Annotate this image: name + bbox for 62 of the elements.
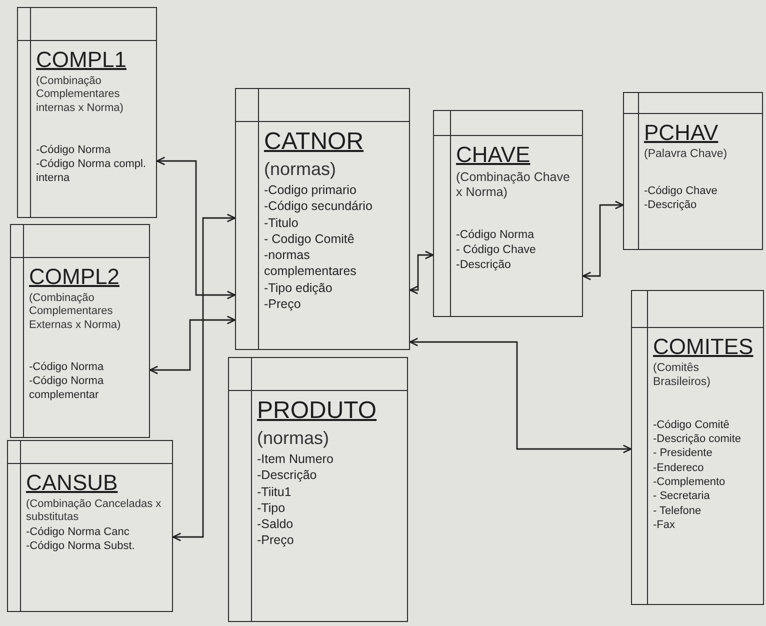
attribute: -Código Chave [644,184,718,198]
entity-description: (normas) [264,158,336,180]
attribute: - Codigo Comitê [264,230,354,248]
entity-table [17,7,157,218]
arrow [409,338,632,454]
entity-table [235,88,410,350]
attribute: -Tiitu1 [257,484,292,500]
attribute: -Código Norma compl. interna [36,157,148,186]
attribute: -Preço [257,532,294,549]
entity-name: COMPL2 [29,264,120,290]
attribute: -Descrição [257,467,317,484]
entity-table [10,224,150,438]
entity-description: (Combinação Chave x Norma) [456,170,571,200]
attribute: -normas complementares [264,247,358,280]
entity-name: COMPL1 [36,47,126,72]
attribute: -Descrição [644,198,697,213]
entity-table [7,440,173,612]
attribute: -Código Norma Subst. [26,538,135,554]
attribute: -Codigo primario [264,182,356,198]
attribute: - Secretaria [653,489,710,504]
attribute: - Presidente [653,446,712,461]
entity-table [623,92,763,250]
attribute: -Código Comitê [653,418,730,432]
arrow [409,250,434,294]
entity-description: (Combinação Canceladas x substitutas [26,498,162,525]
attribute: -Código Norma [29,360,104,374]
entity-table [228,357,408,622]
entity-description: (Combinação Complementares Externas x Norma) [29,292,122,332]
attribute: -Código Norma [456,228,534,244]
attribute: -Fax [653,518,675,532]
entity-name: CATNOR [264,128,364,156]
attribute: -Descrição comite [653,432,742,446]
attribute: -Tipo edição [264,280,332,296]
entity-description: (normas) [257,428,330,450]
entity-name: PCHAV [644,120,718,146]
entity-name: CHAVE [456,142,530,168]
entity-table [631,290,764,605]
attribute: -Complemento [653,475,726,490]
entity-name: PRODUTO [257,397,377,425]
attribute: -Titulo [264,214,298,231]
entity-description: (Comitês Brasileiros) [653,362,712,390]
attribute: - Telefone [653,504,702,518]
attribute: -Código Norma complementar [29,374,105,403]
attribute: - Código Chave [456,243,536,258]
attribute: -Código Norma Canc [26,524,130,539]
attribute: -Código Norma [36,142,111,158]
arrow [156,156,236,300]
attribute: -Descrição [456,258,511,274]
arrow [149,316,236,374]
entity-name: COMITES [653,334,754,360]
attribute: -Item Numero [257,451,334,468]
entity-description: (Combinação Complementares internas x Norma) [36,75,124,115]
entity-name: CANSUB [26,470,118,496]
attribute: -Código secundário [264,198,372,215]
arrow [582,200,624,280]
attribute: -Endereco [653,460,704,476]
attribute: -Preço [264,296,301,312]
attribute: -Saldo [257,516,294,532]
entity-table [433,110,583,317]
attribute: -Tipo [257,500,286,516]
entity-description: (Palavra Chave) [644,148,728,162]
arrow [172,214,236,542]
